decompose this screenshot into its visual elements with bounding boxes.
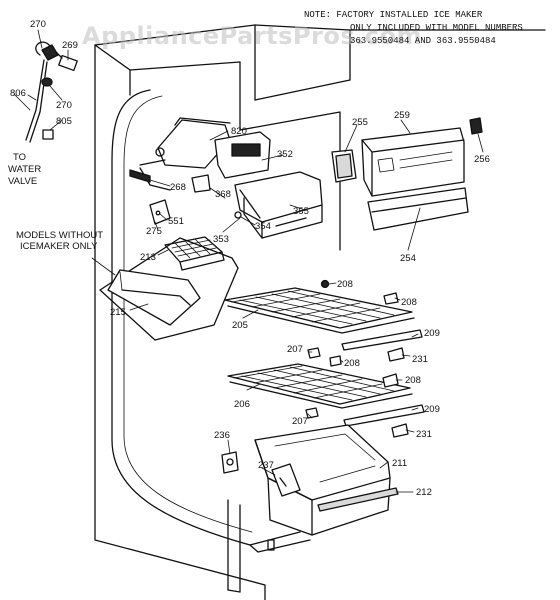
part-label: 231 [416,429,432,440]
upper-shelf [224,287,415,334]
part-label: 207 [287,344,303,355]
water-fill-tube-assembly [13,41,78,143]
callout-water: WATER [8,164,41,175]
part-label: 805 [56,116,72,127]
part-label: 208 [344,358,360,369]
part-label: 208 [337,279,353,290]
part-label: 205 [232,320,248,331]
part-label: 208 [405,375,421,386]
part-label: 353 [213,234,229,245]
crisper-bracket [221,451,301,497]
part-label: 254 [400,253,416,264]
part-label: 231 [412,354,428,365]
shelf-supports [305,279,409,438]
cabinet-liner [94,24,546,600]
part-label: 256 [474,154,490,165]
watermark: AppliancePartsPros.com [82,22,422,50]
models-without-callout: MODELS WITHOUT ICEMAKER ONLY [16,230,103,252]
ice-tray [164,236,225,271]
part-label: 806 [10,88,26,99]
note-block: NOTE: FACTORY INSTALLED ICE MAKER ONLY I… [304,10,523,46]
part-label: 259 [394,110,410,121]
note-line-2: ONLY INCLUDED WITH MODEL NUMBERS [350,23,523,33]
part-label: 236 [214,430,230,441]
ice-maker-assembly [129,117,323,239]
part-label: 255 [352,117,368,128]
note-line-3: 363.9550484 AND 363.9550484 [350,36,496,46]
water-valve-callout: TO WATER VALVE [8,152,41,187]
callout-valve: VALVE [8,176,37,187]
ice-bin-callout [91,237,239,341]
part-label: 268 [170,182,186,193]
part-label: 206 [234,399,250,410]
leader-lines [27,29,484,493]
part-label: 212 [416,487,432,498]
callout-to: TO [13,152,26,163]
shelf-trims [341,329,425,427]
control-housing [331,117,483,231]
part-label: 211 [392,458,407,469]
callout-models-without: MODELS WITHOUT [16,230,103,241]
part-label: 209 [424,404,440,415]
part-label: 269 [62,40,78,51]
part-label: 551 [168,216,184,227]
part-label: 820 [231,126,247,137]
part-label: 270 [30,19,46,30]
part-label: 207 [292,416,308,427]
part-label: 215 [110,307,126,318]
callout-icemaker-only: ICEMAKER ONLY [20,241,98,252]
part-label: 209 [424,328,440,339]
part-label: 237 [258,460,274,471]
note-line-1: NOTE: FACTORY INSTALLED ICE MAKER [304,10,483,20]
lower-shelf [227,363,413,409]
part-label: 368 [215,189,231,200]
part-label: 275 [146,226,162,237]
part-label: 213 [140,252,156,263]
part-label: 208 [401,297,417,308]
part-label: 352 [277,149,293,160]
part-label: 355 [293,206,309,217]
part-label: 270 [56,100,72,111]
part-number-labels: 270 269 806 270 805 820 352 268 368 355 … [10,19,490,498]
part-label: 354 [255,221,271,232]
